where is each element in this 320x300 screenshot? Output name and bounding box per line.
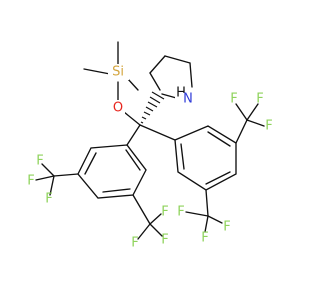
left-ring-double-3 [125,149,141,171]
cf3-bottom-left-f2 [137,223,151,240]
atom-fluorine: F [161,205,168,220]
bond-ring-4 [189,62,193,88]
molecule-diagram: Si O H N F F F F F F F F F F F F [27,41,273,251]
atom-fluorine: F [230,92,237,107]
bond-aryl-cf3-bottom [205,189,209,217]
bond-central-right-aryl [139,124,176,141]
bond-central-left-aryl [126,124,141,146]
atom-fluorine: F [45,192,52,207]
atom-fluorine: F [27,174,34,189]
cf3-right-f1 [235,103,248,121]
bond-aryl-cf3-right [235,119,248,144]
cf3-left-f1 [41,163,55,177]
right-ring-double-2 [205,171,231,185]
stereo-hashed-bond [140,91,165,124]
cf3-bottom-f1 [185,211,209,217]
cf3-bottom-left-f1 [149,213,162,225]
left-ring-double-1 [84,152,97,175]
atom-fluorine: F [256,92,263,107]
atom-fluorine: F [131,236,138,251]
cf3-bottom-f2 [204,215,209,233]
right-ring-double-3 [180,143,185,170]
right-ring-double-1 [207,131,231,147]
cf3-bottom-f3 [207,215,223,224]
structure-drawing: Si O H N F F F F F F F F F F F F [27,41,273,251]
atom-fluorine: F [223,220,230,235]
atom-fluorine: F [265,119,272,134]
cf3-right-f3 [246,119,265,127]
atom-silicon: Si [112,65,124,80]
left-benzene-ring [77,144,147,199]
cf3-right-f2 [246,103,259,121]
right-benzene-ring [174,125,237,191]
atom-oxygen: O [113,101,123,116]
cf3-bottom-left-f3 [149,223,163,237]
atom-fluorine: F [201,231,208,246]
bond-ring-3 [164,55,191,64]
atom-fluorine: F [177,205,184,220]
cf3-left-f2 [35,175,55,181]
bond-ring-1 [149,72,161,91]
bonds [35,41,265,240]
bond-si-methyl-left [83,68,111,75]
bond-aryl-cf3-left [53,173,79,177]
bond-o-central-c [123,111,141,126]
bond-ring-2 [149,55,166,74]
atom-fluorine: F [161,233,168,248]
left-ring-double-2 [102,188,131,193]
atom-hydrogen: H [176,86,186,101]
atom-labels: Si O H N F F F F F F F F F F F F [27,64,273,251]
bond-aryl-cf3-bottom-left [132,194,151,225]
atom-nitrogen: N [183,92,193,107]
cf3-left-f3 [49,175,55,196]
atom-fluorine: F [36,154,43,169]
